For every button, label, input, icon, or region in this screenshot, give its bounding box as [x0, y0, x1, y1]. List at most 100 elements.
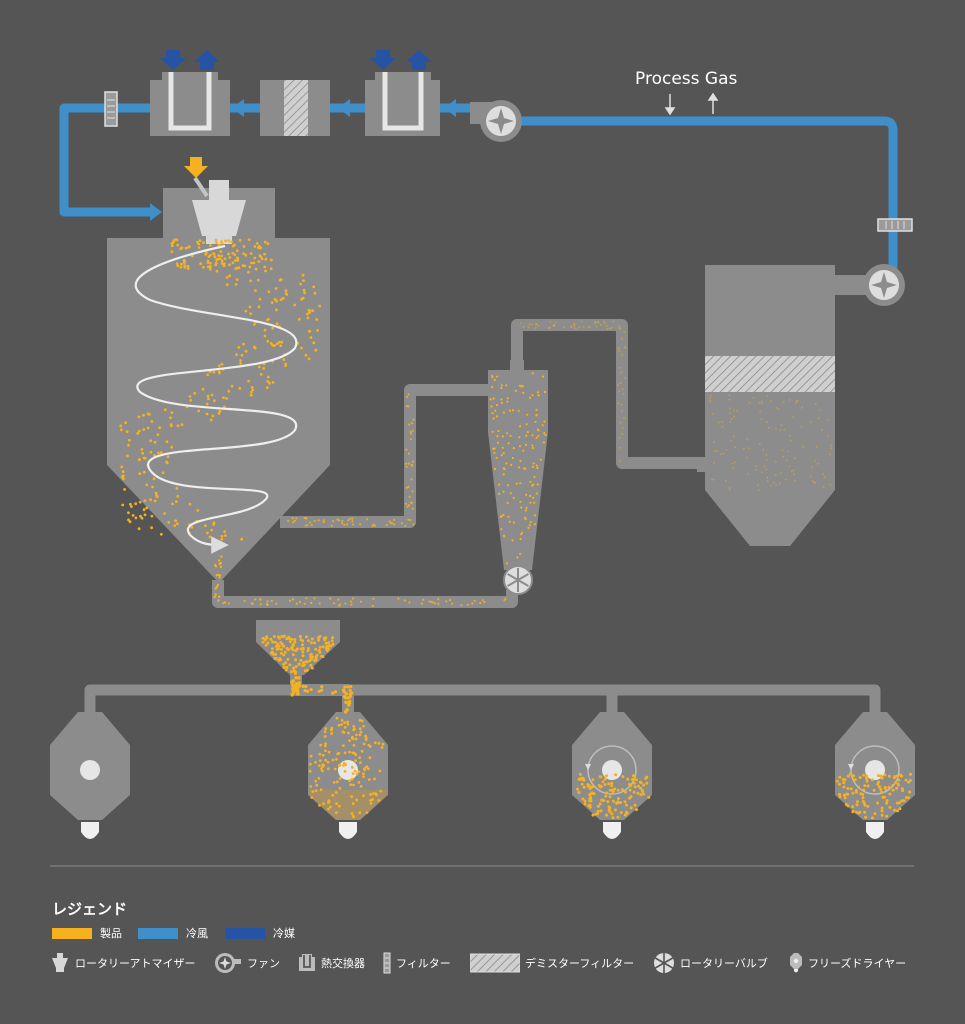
- atomizer-icon: [52, 953, 68, 972]
- product-particle: [151, 485, 154, 489]
- product-particle: [586, 783, 590, 787]
- product-particle: [373, 524, 377, 527]
- product-particle: [350, 603, 353, 606]
- product-particle: [329, 644, 333, 648]
- product-particle: [310, 666, 314, 670]
- product-particle: [304, 524, 307, 527]
- product-particle: [190, 525, 194, 529]
- product-particle: [204, 252, 208, 256]
- product-particle: [775, 406, 778, 409]
- product-particle: [313, 519, 316, 522]
- legend-heat-exchanger: 熱交換器: [298, 952, 365, 974]
- product-particle: [249, 390, 253, 394]
- product-particle: [403, 599, 406, 602]
- product-particle: [359, 785, 363, 788]
- product-particle: [369, 793, 372, 796]
- product-particle: [809, 421, 812, 424]
- product-particle: [728, 398, 731, 401]
- product-particle: [150, 526, 154, 530]
- product-particle: [186, 267, 190, 270]
- product-particle: [596, 812, 600, 816]
- product-particle: [286, 657, 290, 661]
- product-particle: [895, 774, 899, 778]
- product-particle: [294, 665, 298, 668]
- product-particle: [518, 436, 521, 439]
- product-particle: [348, 779, 351, 783]
- product-particle: [130, 505, 133, 508]
- product-particle: [344, 602, 347, 605]
- product-particle: [525, 493, 528, 496]
- product-particle: [250, 602, 253, 605]
- product-particle: [880, 776, 884, 780]
- product-particle: [496, 441, 500, 444]
- product-particle: [210, 528, 214, 532]
- product-particle: [322, 521, 325, 524]
- product-particle: [582, 785, 586, 789]
- product-particle: [865, 779, 869, 783]
- product-particle: [249, 279, 253, 283]
- product-particle: [517, 409, 520, 412]
- spray-chamber: [107, 157, 330, 583]
- product-particle: [197, 246, 201, 249]
- product-particle: [302, 663, 306, 667]
- product-particle: [733, 415, 736, 418]
- product-particle: [253, 346, 257, 350]
- product-particle: [263, 334, 267, 338]
- product-particle: [623, 417, 625, 420]
- product-particle: [214, 238, 218, 242]
- product-particle: [155, 494, 158, 498]
- product-particle: [355, 772, 359, 776]
- product-particle: [350, 766, 354, 769]
- product-particle: [518, 445, 522, 448]
- product-particle: [537, 394, 540, 397]
- product-particle: [282, 358, 286, 361]
- product-particle: [617, 801, 621, 805]
- product-particle: [796, 399, 799, 402]
- product-particle: [345, 708, 349, 712]
- product-particle: [800, 426, 803, 429]
- product-particle: [205, 412, 209, 416]
- product-particle: [336, 518, 339, 521]
- product-particle: [352, 783, 355, 787]
- product-particle: [314, 647, 318, 651]
- product-particle: [570, 325, 573, 328]
- product-particle: [422, 598, 425, 601]
- product-particle: [713, 461, 715, 464]
- product-particle: [730, 417, 733, 420]
- product-particle: [274, 287, 278, 290]
- product-particle: [174, 500, 178, 503]
- product-particle: [377, 799, 381, 802]
- product-particle: [533, 475, 536, 478]
- product-particle: [492, 397, 495, 400]
- product-particle: [323, 730, 327, 734]
- product-particle: [722, 452, 725, 455]
- product-particle: [493, 378, 496, 381]
- legend-rotary-valve-label: ロータリーバルブ: [680, 957, 768, 970]
- product-particle: [121, 503, 125, 507]
- product-particle: [341, 519, 344, 522]
- product-particle: [748, 401, 751, 404]
- product-particle: [158, 426, 162, 430]
- product-particle: [275, 602, 278, 605]
- product-particle: [765, 468, 768, 471]
- product-particle: [218, 574, 222, 577]
- product-particle: [827, 434, 829, 437]
- product-particle: [266, 242, 270, 246]
- product-particle: [406, 505, 409, 508]
- product-particle: [206, 373, 210, 377]
- product-particle: [411, 429, 414, 432]
- product-particle: [392, 518, 396, 522]
- product-particle: [321, 645, 325, 649]
- product-particle: [888, 805, 892, 809]
- product-particle: [146, 426, 150, 430]
- product-particle: [536, 483, 539, 486]
- product-particle: [215, 574, 218, 577]
- product-particle: [369, 799, 373, 802]
- product-particle: [313, 597, 316, 600]
- product-particle: [633, 803, 637, 807]
- product-particle: [547, 327, 550, 330]
- demister-filter-icon: [470, 953, 520, 973]
- product-particle: [317, 638, 321, 642]
- product-particle: [511, 456, 514, 460]
- product-particle: [153, 499, 157, 503]
